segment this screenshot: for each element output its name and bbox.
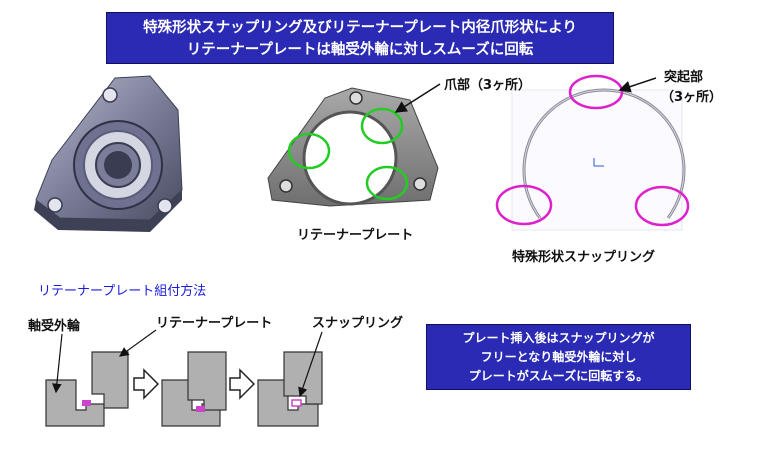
protrusion-leader-line — [618, 77, 657, 93]
claw-highlight-1 — [287, 132, 331, 170]
assembly-heading: リテーナープレート組付方法 — [38, 284, 207, 299]
snap-ring-caption: 特殊形状スナップリング — [512, 250, 656, 265]
note-line-2: フリーとなり軸受外輪に対し — [480, 350, 637, 364]
title-line-2: リテーナープレートは軸受外輪に対しスムーズに回転 — [186, 42, 534, 58]
protrusion-highlights — [495, 74, 690, 227]
claw-highlight-2 — [360, 107, 404, 145]
step-arrow-2 — [229, 368, 256, 400]
assembly-step-2 — [161, 351, 227, 427]
note-line-3: プレートがスムーズに回転する。 — [468, 369, 649, 383]
claw-label: 爪部（3ヶ所） — [444, 78, 532, 93]
plate-leader — [119, 329, 157, 357]
assembly-step-1 — [45, 351, 129, 427]
title-banner: 特殊形状スナップリング及びリテーナープレート内径爪形状により リテーナープレート… — [106, 12, 614, 64]
protrusion-label: 突起部 — [664, 70, 704, 85]
assembly-snap-ring-label: スナップリング — [312, 316, 404, 331]
step-arrow-1 — [133, 368, 160, 400]
assembly-step-3 — [257, 351, 323, 427]
bearing-unit-image — [34, 75, 183, 232]
assembly-plate-label: リテーナープレート — [156, 316, 273, 331]
protrusion-count-label: （3ヶ所） — [661, 90, 723, 105]
claw-leader-line — [394, 83, 441, 113]
snap-ring-drawing — [511, 88, 686, 231]
note-box: プレート挿入後はスナップリングが フリーとなり軸受外輪に対し プレートがスムーズ… — [426, 324, 691, 390]
protrusion-highlight-2 — [495, 184, 553, 226]
snap-ring-leader — [298, 331, 323, 398]
claw-highlight-3 — [365, 165, 409, 201]
note-line-1: プレート挿入後はスナップリングが — [462, 331, 655, 345]
title-line-1: 特殊形状スナップリング及びリテーナープレート内径爪形状により — [143, 20, 577, 36]
protrusion-highlight-3 — [634, 185, 690, 227]
claw-highlights — [287, 107, 409, 201]
retainer-plate-image — [267, 87, 439, 207]
outer-ring-leader — [52, 333, 63, 394]
retainer-plate-caption: リテーナープレート — [297, 228, 414, 243]
outer-ring-label: 軸受外輪 — [28, 319, 81, 334]
